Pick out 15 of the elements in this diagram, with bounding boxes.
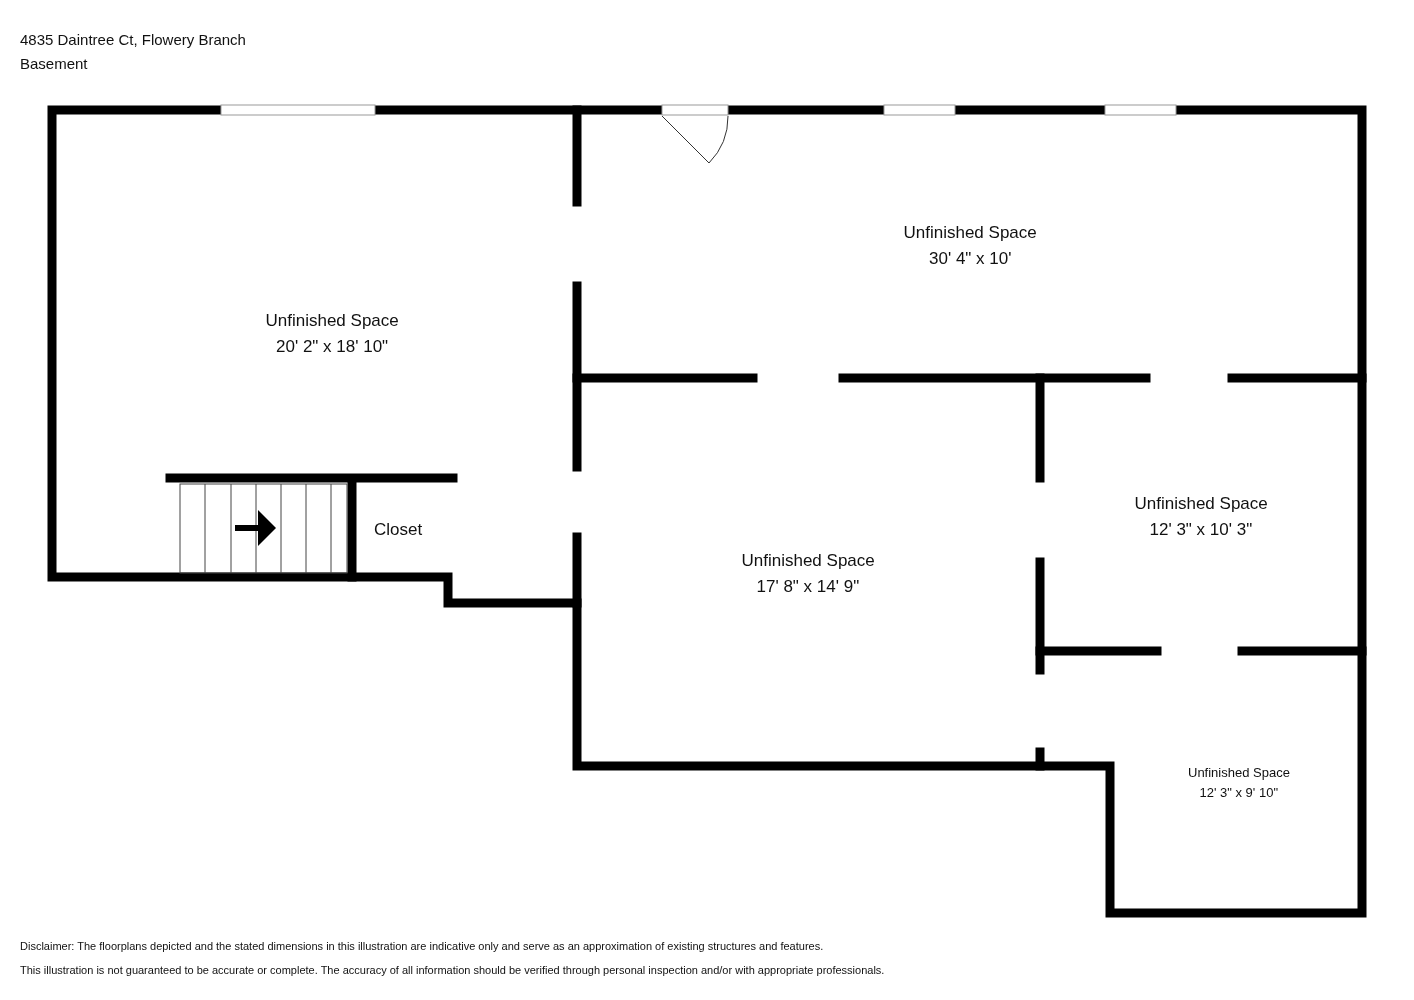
room-name: Unfinished Space: [1134, 494, 1268, 515]
disclaimer-text: This illustration is not guaranteed to be accurate or complete. The accuracy of all information should be verified through personal inspection and/or with appropriate professionals.: [20, 964, 885, 978]
room-name: Unfinished Space: [741, 551, 875, 572]
floor-name: Basement: [20, 55, 88, 73]
room-name: Closet: [374, 520, 423, 541]
address-text: 4835 Daintree Ct, Flowery Branch: [20, 31, 246, 49]
room-dimensions: 20' 2" x 18' 10": [276, 337, 389, 358]
room-name: Unfinished Space: [265, 311, 399, 332]
room-dimensions: 12' 3" x 9' 10": [1199, 785, 1279, 801]
room-name: Unfinished Space: [1188, 765, 1290, 781]
room-name: Unfinished Space: [903, 223, 1037, 244]
disclaimer-text: Disclaimer: The floorplans depicted and the stated dimensions in this illustration are indicative only and serve as an approximation of existing structures and features.: [20, 940, 824, 954]
room-dimensions: 17' 8" x 14' 9": [756, 577, 860, 598]
room-dimensions: 30' 4" x 10': [929, 249, 1012, 270]
room-dimensions: 12' 3" x 10' 3": [1149, 520, 1253, 541]
